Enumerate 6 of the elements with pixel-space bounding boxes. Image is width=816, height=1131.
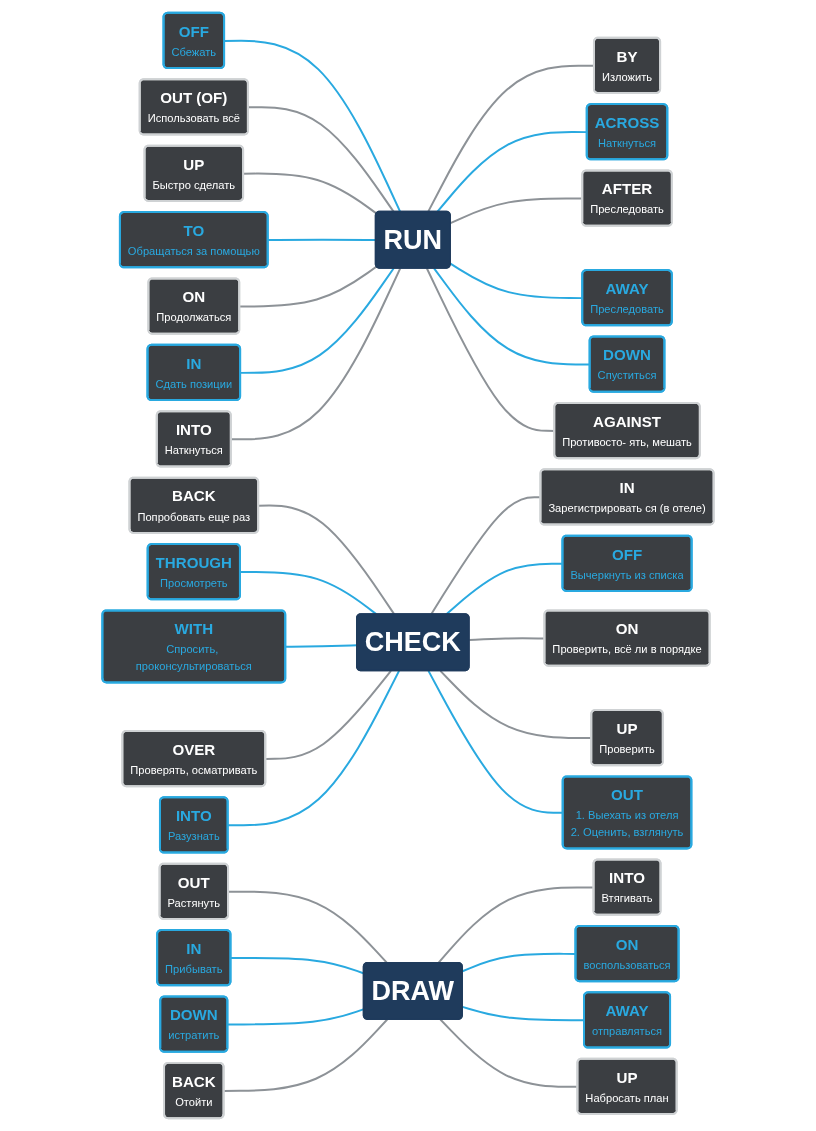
connector [227,669,401,827]
connector [223,1018,389,1092]
connector [239,267,395,374]
connector [239,571,378,616]
connector [247,106,395,213]
connector [230,267,402,441]
